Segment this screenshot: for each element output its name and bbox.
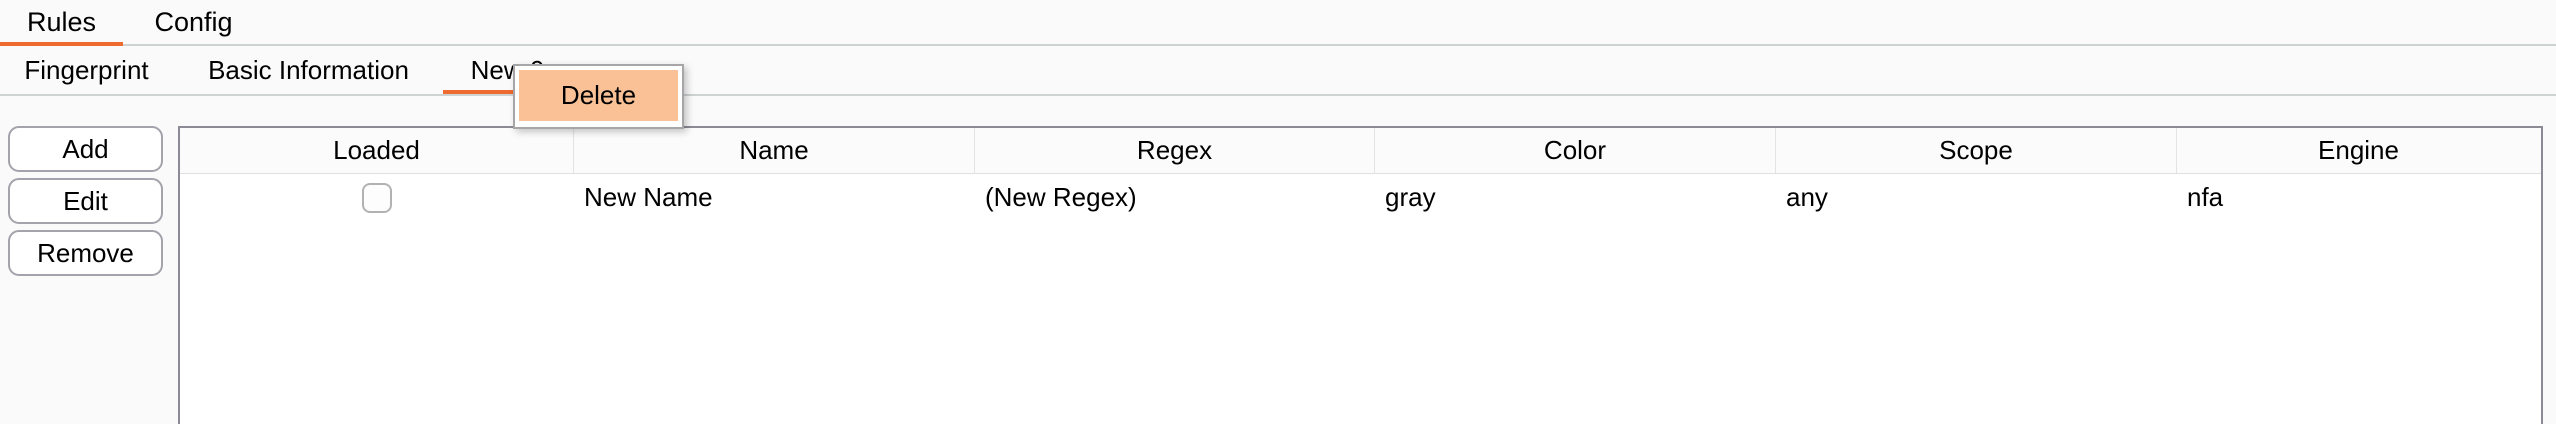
column-header-name[interactable]: Name <box>574 128 975 173</box>
table-row[interactable]: New Name (New Regex) gray any nfa <box>180 174 2541 221</box>
column-header-loaded[interactable]: Loaded <box>180 128 574 173</box>
column-header-regex[interactable]: Regex <box>975 128 1375 173</box>
tab-config[interactable]: Config <box>154 6 233 37</box>
remove-button[interactable]: Remove <box>8 230 163 276</box>
tab-fingerprint[interactable]: Fingerprint <box>24 54 149 85</box>
add-button[interactable]: Add <box>8 126 163 172</box>
cell-regex: (New Regex) <box>985 182 1137 212</box>
rules-table: Loaded Name Regex Color Scope Engine New… <box>178 126 2543 424</box>
table-header-row: Loaded Name Regex Color Scope Engine <box>180 128 2541 174</box>
edit-button[interactable]: Edit <box>8 178 163 224</box>
column-header-engine[interactable]: Engine <box>2318 135 2399 165</box>
tab-rules[interactable]: Rules <box>26 6 97 37</box>
loaded-checkbox[interactable] <box>362 182 392 213</box>
cell-loaded <box>180 174 574 221</box>
active-tab-underline-new0 <box>443 90 572 94</box>
tab-context-menu: Delete <box>513 64 684 129</box>
column-header-scope[interactable]: Scope <box>1776 128 2177 173</box>
cell-color: gray <box>1385 182 1436 212</box>
column-header-color[interactable]: Color <box>1375 128 1776 173</box>
cell-engine: nfa <box>2187 182 2224 212</box>
secondary-tabbar-divider <box>0 94 2556 96</box>
cell-scope: any <box>1786 182 1828 212</box>
cell-name: New Name <box>584 182 713 212</box>
tab-basic-information[interactable]: Basic Information <box>208 54 409 85</box>
active-tab-underline-rules <box>0 42 123 46</box>
context-menu-item-delete[interactable]: Delete <box>519 70 678 121</box>
primary-tabbar-divider <box>0 44 2556 46</box>
